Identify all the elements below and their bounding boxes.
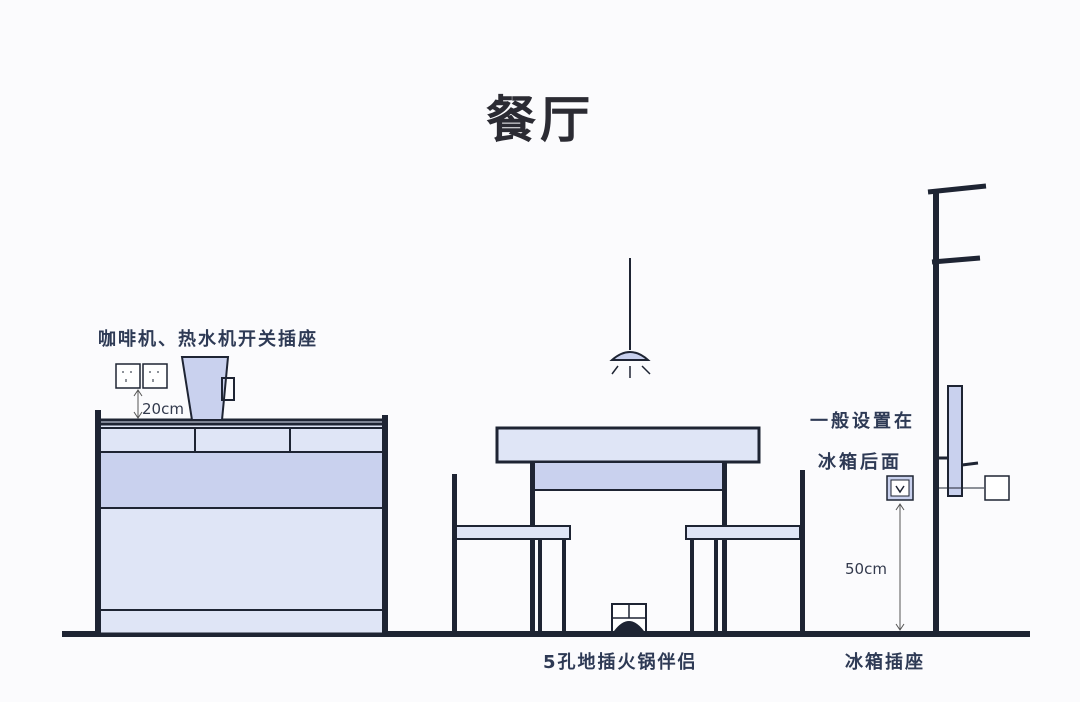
floor-line bbox=[62, 631, 1030, 637]
pendant-lamp bbox=[609, 258, 651, 378]
fridge-outlet-icon bbox=[886, 475, 914, 501]
height-20cm-arrow bbox=[133, 389, 143, 419]
right-chair bbox=[685, 470, 805, 634]
hotpot-outlet-label: 5孔地插火锅伴侣 bbox=[543, 652, 698, 673]
page-title: 餐厅 bbox=[486, 91, 594, 149]
coffee-outlet-label: 咖啡机、热水机开关插座 bbox=[98, 329, 318, 350]
coffee-outlet-icon bbox=[115, 363, 168, 389]
dining-table bbox=[495, 426, 761, 634]
floor-socket-icon bbox=[611, 603, 647, 633]
coffee-height-label: 20cm bbox=[142, 400, 184, 418]
height-50cm-arrow bbox=[895, 503, 905, 631]
fridge-note-line1: 一般设置在 bbox=[810, 411, 915, 432]
fridge-note-line2: 冰箱后面 bbox=[818, 452, 902, 473]
kettle-appliance bbox=[180, 356, 235, 421]
fridge-height-label: 50cm bbox=[845, 560, 887, 578]
sideboard-cabinet bbox=[95, 410, 388, 636]
left-chair bbox=[452, 474, 571, 634]
fridge-outlet-label: 冰箱插座 bbox=[845, 652, 925, 673]
fridge-stand bbox=[927, 183, 1010, 634]
